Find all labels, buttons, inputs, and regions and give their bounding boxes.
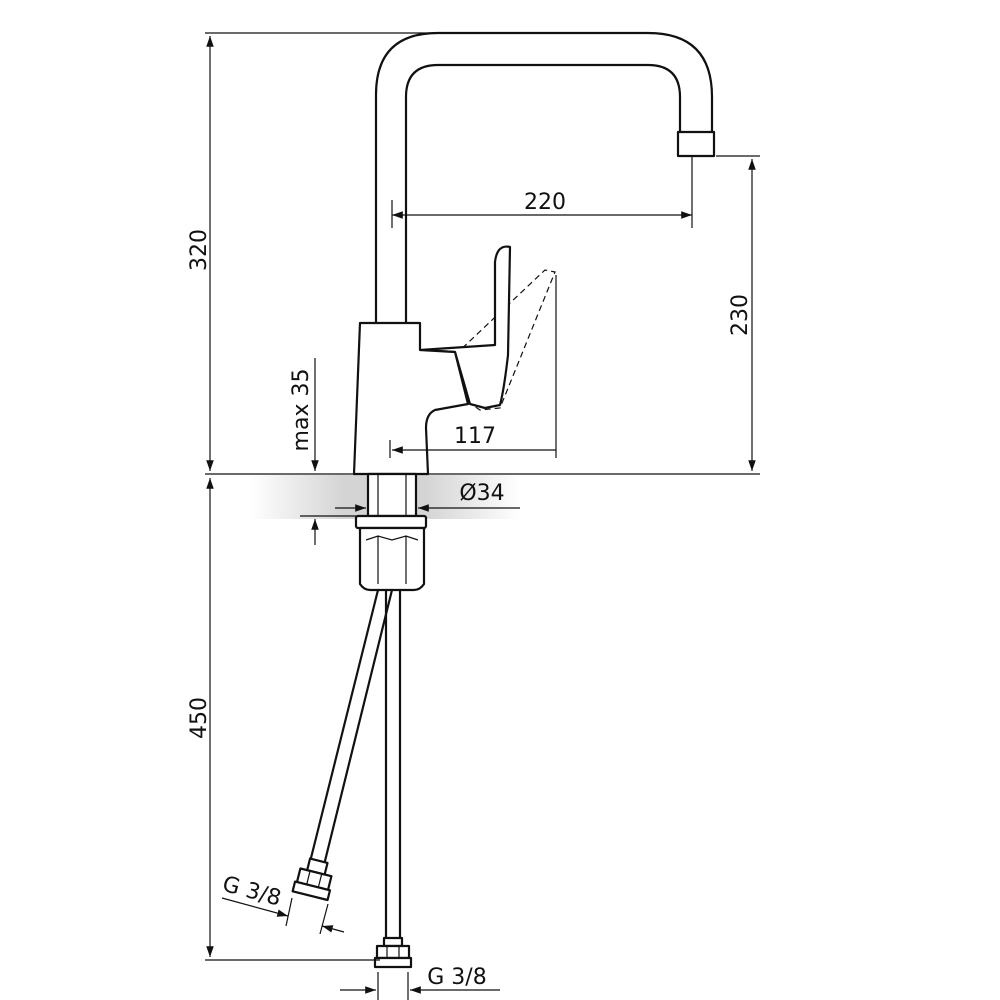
spout-aerator bbox=[676, 130, 716, 158]
dimension-max-thickness: max 35 bbox=[289, 358, 319, 545]
extension-lines bbox=[205, 32, 760, 1000]
dimension-lever-reach-label: 117 bbox=[454, 424, 496, 449]
dimension-spout-reach: 220 bbox=[392, 190, 692, 219]
hoses bbox=[308, 588, 402, 942]
dimension-total-height: 320 bbox=[187, 35, 214, 471]
mounting-shank bbox=[354, 472, 428, 530]
lever-open-position bbox=[453, 269, 556, 411]
dimension-spout-reach-label: 220 bbox=[524, 190, 566, 215]
spout bbox=[374, 31, 716, 325]
lever bbox=[418, 245, 512, 410]
dimension-hose-length-label: 450 bbox=[187, 697, 212, 739]
dimension-spout-height-label: 230 bbox=[728, 294, 753, 336]
dimension-hose-thread-right: G 3/8 bbox=[340, 965, 500, 994]
dimension-hose-thread-right-label: G 3/8 bbox=[427, 965, 486, 990]
hose-fitting-left bbox=[291, 857, 333, 902]
mounting-nut bbox=[358, 526, 426, 592]
dimension-max-thickness-label: max 35 bbox=[289, 369, 314, 452]
hose-fitting-right bbox=[373, 936, 413, 969]
dimension-body-diameter: Ø34 bbox=[335, 481, 520, 512]
dimension-lever-reach: 117 bbox=[392, 424, 556, 454]
dimension-hose-length: 450 bbox=[187, 478, 214, 957]
dimension-body-diameter-label: Ø34 bbox=[459, 481, 504, 506]
dimension-total-height-label: 320 bbox=[187, 229, 212, 271]
faucet-body bbox=[352, 321, 470, 476]
dimension-spout-height: 230 bbox=[728, 159, 756, 471]
